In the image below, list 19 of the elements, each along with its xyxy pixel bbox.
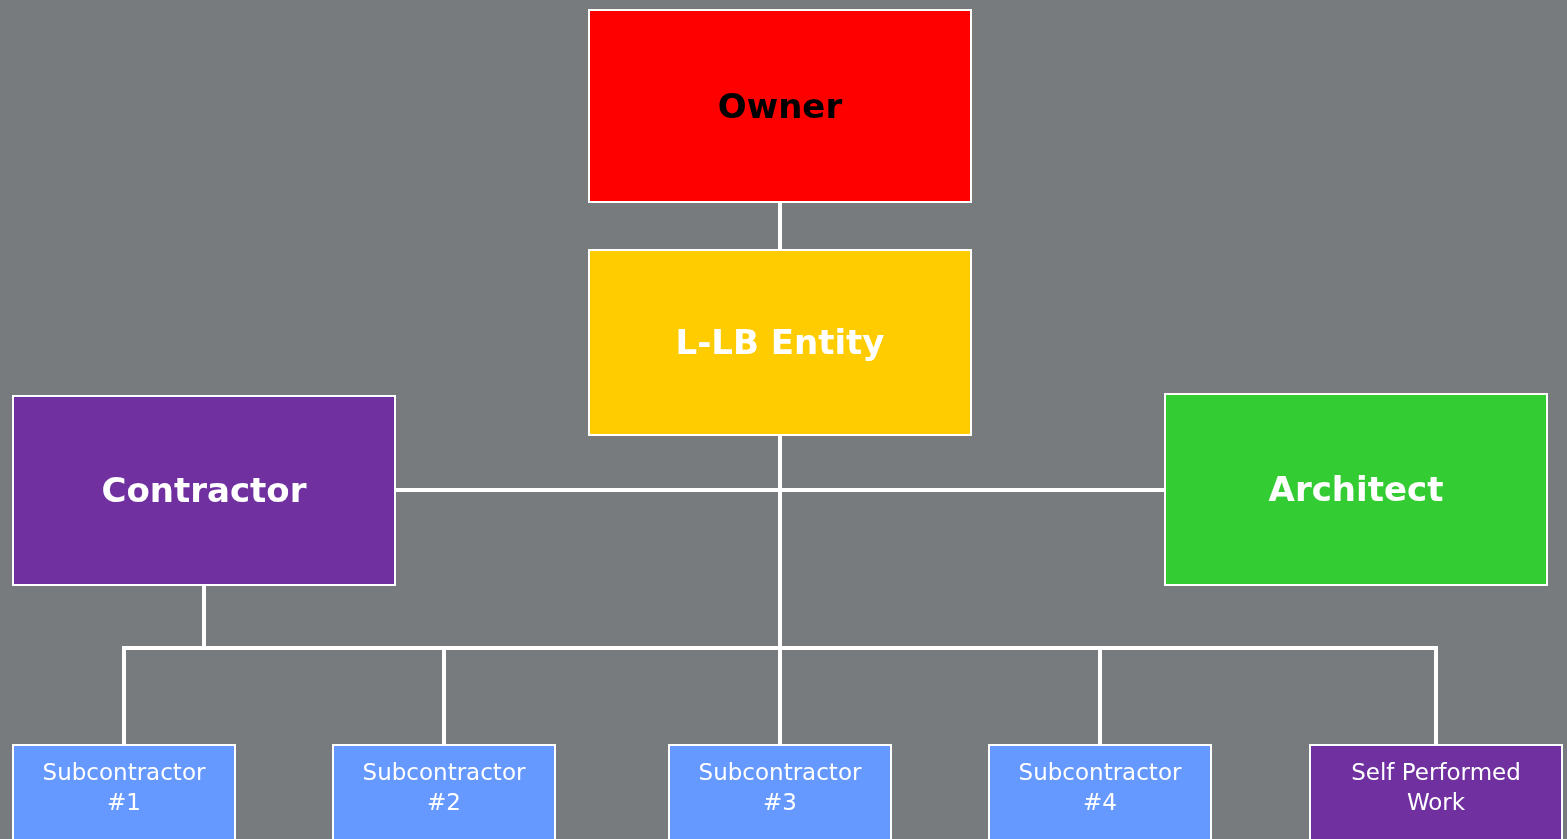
box-label: Architect bbox=[1268, 468, 1444, 512]
box-label: Owner bbox=[717, 84, 843, 128]
org-box bbox=[12, 744, 236, 839]
org-box bbox=[332, 744, 556, 839]
org-box bbox=[588, 9, 972, 203]
box-label: Subcontractor #1 bbox=[41, 758, 207, 817]
org-box bbox=[668, 744, 892, 839]
org-box bbox=[1164, 393, 1548, 586]
org-box bbox=[588, 249, 972, 436]
box-label: Contractor bbox=[101, 469, 307, 513]
org-box bbox=[1309, 744, 1563, 839]
box-label: Subcontractor #2 bbox=[361, 758, 527, 817]
box-label: Subcontractor #4 bbox=[1017, 758, 1183, 817]
org-box bbox=[12, 395, 396, 586]
box-label: Subcontractor #3 bbox=[697, 758, 863, 817]
box-label: Self Performed Work bbox=[1350, 758, 1522, 817]
org-box bbox=[988, 744, 1212, 839]
box-label: L-LB Entity bbox=[675, 321, 885, 365]
connector-line bbox=[778, 203, 782, 249]
